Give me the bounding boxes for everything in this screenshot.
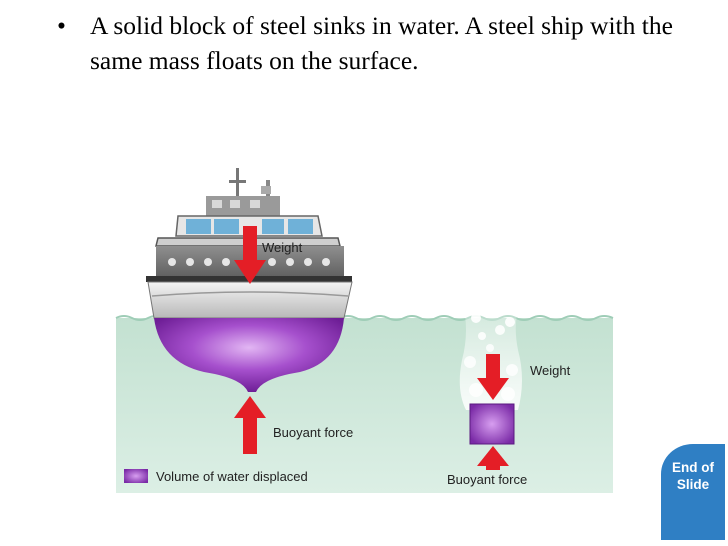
block-weight-label: Weight [530,363,571,378]
legend-swatch [124,469,148,483]
bullet-item: • A solid block of steel sinks in water.… [57,8,680,78]
end-of-slide-line1: End of [672,460,714,475]
ship-weight-label: Weight [262,240,303,255]
ship-buoyant-label: Buoyant force [273,425,353,440]
ship [146,168,353,392]
steel-block [469,403,515,445]
block-weight-arrow [477,354,509,400]
bullet-dot: • [57,11,66,40]
displaced-volume-ship [154,318,344,392]
ship-buoyant-arrow [234,396,266,454]
bullet-text: A solid block of steel sinks in water. A… [90,11,673,75]
legend-label: Volume of water displaced [156,469,308,484]
block-buoyant-label: Buoyant force [447,472,527,487]
ship-weight-arrow [234,226,266,284]
block-buoyant-arrow [477,446,509,470]
end-of-slide-line2: Slide [676,477,710,492]
end-of-slide-button[interactable]: End of Slide [661,444,725,540]
